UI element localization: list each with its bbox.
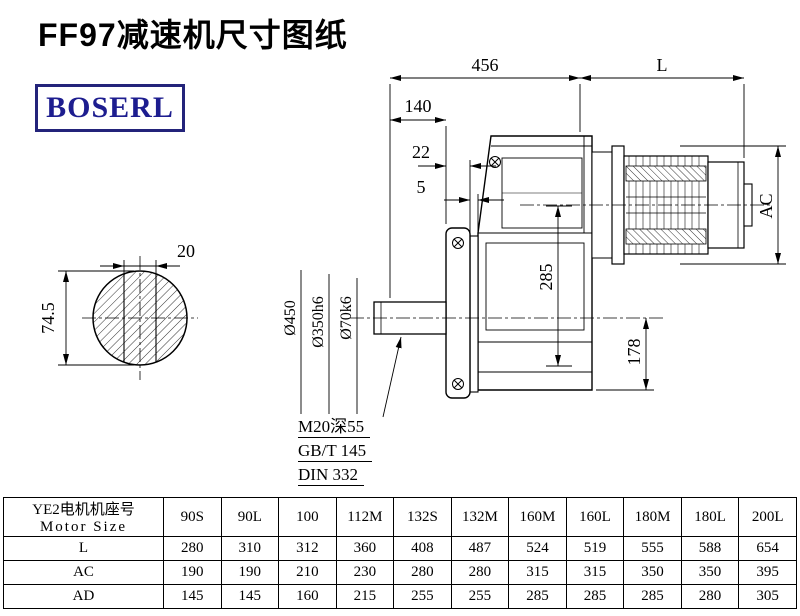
size-cell: 145 xyxy=(220,584,280,609)
dim-178-label: 178 xyxy=(624,339,644,366)
size-cell: 350 xyxy=(623,560,682,585)
column-header: 132M xyxy=(450,497,510,537)
row-label: L xyxy=(3,536,164,561)
dimension-22: 22 xyxy=(412,142,496,232)
note-gb-standard: GB/T 145 xyxy=(298,441,373,462)
column-header: 180M xyxy=(623,497,682,537)
dimension-20: 20 xyxy=(100,241,195,274)
column-header: 160L xyxy=(565,497,625,537)
column-header: 160M xyxy=(508,497,567,537)
dim-285-label: 285 xyxy=(536,264,556,291)
size-cell: 280 xyxy=(393,560,452,585)
dim-dia70-label: Ø70k6 xyxy=(338,296,355,340)
size-cell: 350 xyxy=(680,560,740,585)
size-cell: 315 xyxy=(508,560,567,585)
dimension-5: 5 xyxy=(417,177,504,231)
size-cell: 285 xyxy=(565,584,625,609)
dimension-AC: AC xyxy=(680,145,786,265)
size-cell: 280 xyxy=(450,560,510,585)
motor-size-header-cn: YE2电机机座号 xyxy=(32,502,135,518)
dim-L-label: L xyxy=(657,55,668,75)
size-cell: 408 xyxy=(393,536,452,561)
bolt-hole-symbols xyxy=(452,156,501,390)
column-header: 132S xyxy=(393,497,452,537)
size-cell: 190 xyxy=(220,560,280,585)
size-cell: 315 xyxy=(565,560,625,585)
size-cell: 190 xyxy=(163,560,222,585)
size-cell: 519 xyxy=(565,536,625,561)
size-cell: 654 xyxy=(738,536,797,561)
row-label: AD xyxy=(3,584,164,609)
dim-5-label: 5 xyxy=(417,177,426,197)
dim-AC-label: AC xyxy=(756,193,776,218)
column-header: 90L xyxy=(220,497,280,537)
column-header: 180L xyxy=(680,497,740,537)
size-cell: 487 xyxy=(450,536,510,561)
size-cell: 160 xyxy=(278,584,337,609)
dimension-74-5: 74.5 xyxy=(38,270,134,366)
column-header: 112M xyxy=(335,497,395,537)
size-cell: 310 xyxy=(220,536,280,561)
size-cell: 285 xyxy=(508,584,567,609)
size-cell: 305 xyxy=(738,584,797,609)
motor-winding-top xyxy=(625,165,707,182)
dimension-L: L xyxy=(580,55,745,158)
shaft-end-notes: M20深55 GB/T 145 DIN 332 xyxy=(298,417,373,489)
note-leader xyxy=(382,336,402,418)
dimension-456: 456 xyxy=(389,55,581,298)
size-cell: 360 xyxy=(335,536,395,561)
dim-dia450-label: Ø450 xyxy=(282,300,299,336)
dim-456-label: 456 xyxy=(472,55,499,75)
column-header: 200L xyxy=(738,497,797,537)
note-din-standard: DIN 332 xyxy=(298,465,364,486)
size-cell: 215 xyxy=(335,584,395,609)
dim-74-5-label: 74.5 xyxy=(38,302,58,334)
diameter-callouts: Ø450 Ø350h6 Ø70k6 xyxy=(282,270,358,414)
dim-140-label: 140 xyxy=(405,96,432,116)
size-cell: 524 xyxy=(508,536,567,561)
size-cell: 210 xyxy=(278,560,337,585)
motor-winding-bottom xyxy=(625,228,707,245)
size-cell: 555 xyxy=(623,536,682,561)
dimension-178: 178 xyxy=(596,318,654,391)
size-cell: 312 xyxy=(278,536,337,561)
size-cell: 255 xyxy=(450,584,510,609)
note-tap-hole: M20深55 xyxy=(298,417,371,438)
dim-20-label: 20 xyxy=(177,241,195,261)
dim-22-label: 22 xyxy=(412,142,430,162)
size-cell: 145 xyxy=(163,584,222,609)
size-cell: 280 xyxy=(163,536,222,561)
dimension-140: 140 xyxy=(390,96,447,224)
motor-size-header-en: Motor Size xyxy=(39,519,128,535)
page-title: FF97减速机尺寸图纸 xyxy=(38,17,348,53)
size-cell: 588 xyxy=(680,536,740,561)
dimension-285: 285 xyxy=(536,205,572,367)
dim-dia350-label: Ø350h6 xyxy=(310,296,327,348)
size-cell: 395 xyxy=(738,560,797,585)
boserl-logo: BOSERL xyxy=(35,84,185,132)
size-cell: 285 xyxy=(623,584,682,609)
boserl-logo-text: BOSERL xyxy=(46,91,174,124)
size-cell: 280 xyxy=(680,584,740,609)
size-cell: 255 xyxy=(393,584,452,609)
technical-drawing: 456 L 140 22 5 285 AC 178 xyxy=(38,55,786,418)
gearbox-housing xyxy=(477,135,593,391)
column-header: 100 xyxy=(278,497,337,537)
column-header: 90S xyxy=(163,497,222,537)
row-label: AC xyxy=(3,560,164,585)
center-lines xyxy=(82,204,770,380)
size-cell: 230 xyxy=(335,560,395,585)
output-flange xyxy=(445,227,479,399)
